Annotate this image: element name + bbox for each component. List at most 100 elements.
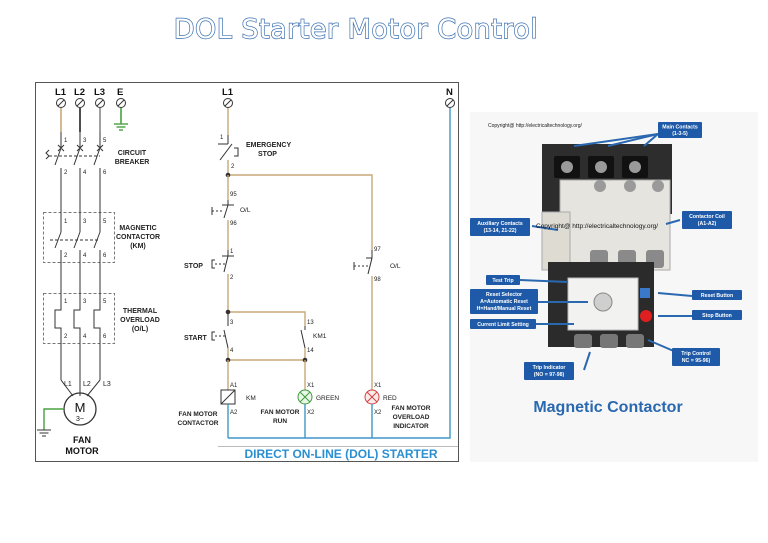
ol-label: O/L bbox=[240, 207, 251, 214]
callout-arrows bbox=[510, 133, 693, 371]
red-num: X1 bbox=[374, 383, 382, 389]
overload-num: 1 bbox=[64, 299, 68, 305]
contactor-label: CONTACTOR bbox=[116, 234, 160, 241]
green-num: X2 bbox=[307, 410, 315, 416]
motor-label: MOTOR bbox=[65, 446, 99, 456]
supply-screws bbox=[223, 98, 455, 108]
ol-right-num: 98 bbox=[374, 277, 381, 283]
km1-num: 14 bbox=[307, 348, 314, 354]
breaker-num: 6 bbox=[103, 170, 107, 176]
overload-num: 6 bbox=[103, 334, 107, 340]
callout-trip-control: NC = 95-96) bbox=[682, 358, 711, 364]
breaker-label: BREAKER bbox=[115, 159, 150, 166]
red-lamp-symbol bbox=[364, 389, 380, 438]
start-label: START bbox=[184, 335, 208, 342]
red-num: X2 bbox=[374, 410, 382, 416]
callout-trip-control: Trip Control bbox=[681, 351, 711, 357]
overload-num: 2 bbox=[64, 334, 68, 340]
callout-aux-contacts: Auxiliary Contacts bbox=[477, 221, 523, 227]
contactor-num: 2 bbox=[64, 253, 68, 259]
km-coil-symbol bbox=[220, 360, 236, 438]
terminal-label-l1: L1 bbox=[55, 87, 67, 98]
callout-contactor-coil: Contactor Coil bbox=[689, 214, 725, 220]
terminal-screws bbox=[56, 98, 126, 108]
contactor-label: (KM) bbox=[130, 243, 146, 250]
bottom-label-contactor: FAN MOTOR bbox=[179, 411, 218, 418]
terminal-label-l2: L2 bbox=[74, 87, 85, 98]
copyright-mid: Copyright@ http://electricaltechnology.o… bbox=[536, 223, 658, 230]
emergency-stop-symbol bbox=[218, 135, 239, 175]
start-num: 3 bbox=[230, 320, 234, 326]
contactor-body bbox=[541, 144, 672, 271]
callout-reset-selector: Reset Selector bbox=[486, 292, 522, 298]
motor-symbol bbox=[37, 379, 101, 437]
estop-num: 2 bbox=[231, 164, 235, 170]
start-button-symbol bbox=[211, 312, 229, 360]
motor-phase: 3~ bbox=[76, 416, 84, 423]
motor-label: FAN bbox=[73, 435, 91, 445]
motor-symbol-m: M bbox=[75, 400, 86, 415]
ol-num: 96 bbox=[230, 221, 237, 227]
photo-caption: Magnetic Contactor bbox=[533, 399, 682, 416]
magnetic-contactor-symbol bbox=[50, 210, 101, 292]
callout-reset-button: Reset Button bbox=[701, 293, 733, 299]
contactor-num: 3 bbox=[83, 219, 87, 225]
motor-terminal: L1 bbox=[64, 381, 72, 388]
callout-test-trip: Test Trip bbox=[492, 278, 513, 284]
callout-aux-contacts: (13-14, 21-22) bbox=[484, 228, 517, 234]
callout-main-contacts: Main Contacts bbox=[662, 125, 698, 131]
start-num: 4 bbox=[230, 348, 234, 354]
overload-num: 3 bbox=[83, 299, 87, 305]
power-circuit bbox=[37, 98, 128, 437]
green-lamp-symbol bbox=[297, 360, 313, 438]
bottom-label-overload: INDICATOR bbox=[393, 423, 429, 430]
contactor-num: 4 bbox=[83, 253, 87, 259]
ol-right-label: O/L bbox=[390, 263, 401, 270]
contactor-label: MAGNETIC bbox=[119, 225, 156, 232]
schematic-frame bbox=[35, 82, 459, 462]
callout-contactor-coil: (A1-A2) bbox=[698, 221, 717, 227]
km1-label: KM1 bbox=[313, 333, 327, 340]
bottom-label-overload: OVERLOAD bbox=[393, 414, 430, 421]
breaker-num: 1 bbox=[64, 138, 68, 144]
overload-relay-body bbox=[548, 262, 654, 348]
callout-trip-indicator: (NO = 97-98) bbox=[534, 372, 565, 378]
bottom-label-contactor: CONTACTOR bbox=[178, 420, 219, 427]
contactor-num: 1 bbox=[64, 219, 68, 225]
overload-label: (O/L) bbox=[132, 326, 148, 333]
breaker-num: 4 bbox=[83, 170, 87, 176]
motor-terminal: L3 bbox=[103, 381, 111, 388]
page-title: DOL Starter Motor Control bbox=[173, 13, 539, 45]
red-label: RED bbox=[383, 395, 397, 402]
callout-main-contacts: (1-3-5) bbox=[672, 131, 688, 137]
overload-num: 4 bbox=[83, 334, 87, 340]
coil-label: KM bbox=[246, 395, 256, 402]
thermal-overload-symbol bbox=[54, 292, 101, 380]
overload-label: THERMAL bbox=[123, 308, 158, 315]
breaker-label: CIRCUIT bbox=[118, 150, 147, 157]
stop-num: 1 bbox=[230, 249, 234, 255]
terminal-label-e: E bbox=[117, 87, 123, 98]
breaker-num: 5 bbox=[103, 138, 107, 144]
km1-num: 13 bbox=[307, 320, 314, 326]
overload-contact-97-98 bbox=[353, 250, 373, 390]
green-label: GREEN bbox=[316, 395, 339, 402]
bottom-label-overload: FAN MOTOR bbox=[392, 405, 431, 412]
ol-right-num: 97 bbox=[374, 247, 381, 253]
earth-symbol bbox=[114, 123, 128, 131]
copyright-top: Copyright@ http://electricaltechnology.o… bbox=[488, 123, 583, 129]
magnetic-contactor-photo: Main Contacts (1-3-5) Auxiliary Contacts… bbox=[470, 112, 758, 462]
breaker-num: 3 bbox=[83, 138, 87, 144]
callout-current-limit: Current Limit Setting bbox=[477, 322, 529, 328]
overload-num: 5 bbox=[103, 299, 107, 305]
coil-num: A1 bbox=[230, 383, 238, 389]
stop-button-symbol bbox=[211, 250, 234, 312]
terminal-label-l3: L3 bbox=[94, 87, 105, 98]
overload-contact-95-96 bbox=[211, 175, 234, 250]
circuit-breaker-symbol bbox=[45, 132, 104, 210]
stop-label: STOP bbox=[184, 263, 203, 270]
overload-label: OVERLOAD bbox=[120, 317, 160, 324]
ol-num: 95 bbox=[230, 192, 237, 198]
callout-stop-button: Stop Button bbox=[702, 313, 732, 319]
supply-label-l1: L1 bbox=[222, 87, 234, 98]
